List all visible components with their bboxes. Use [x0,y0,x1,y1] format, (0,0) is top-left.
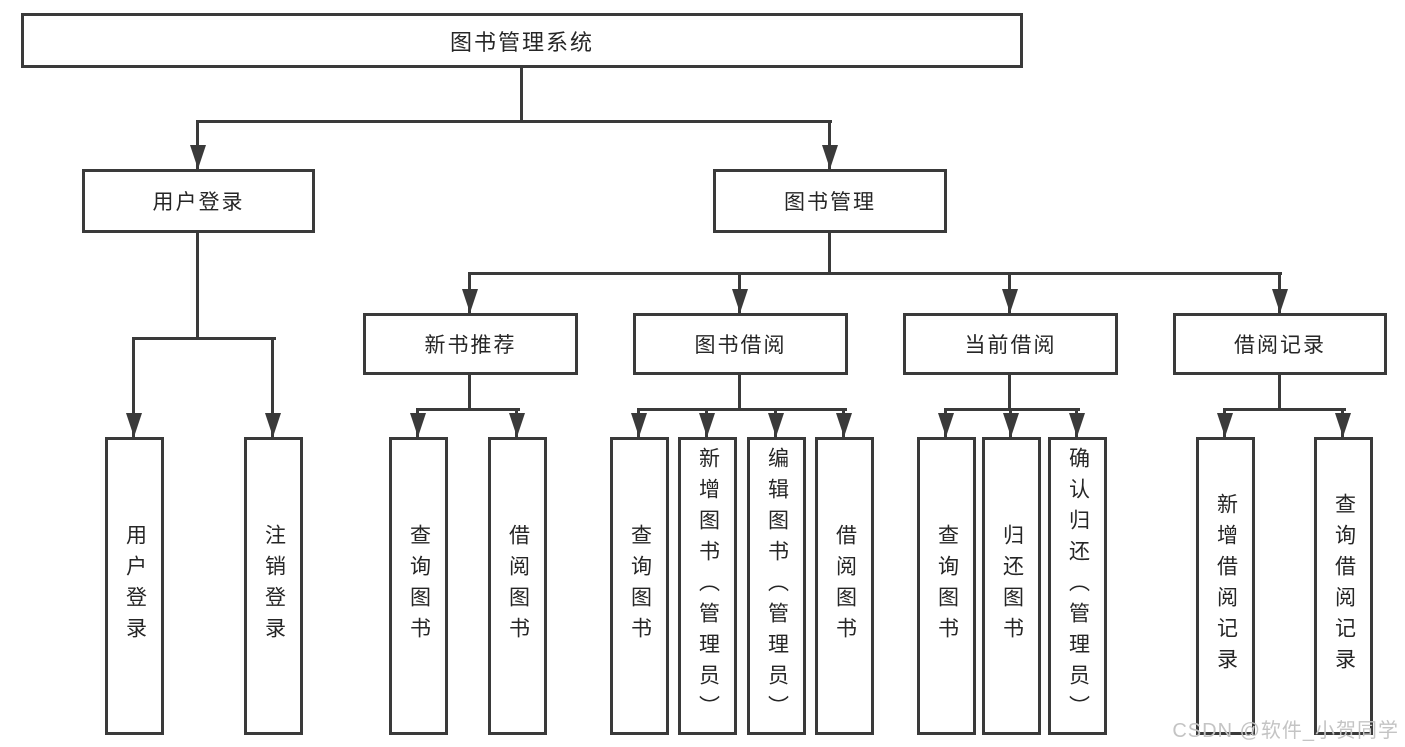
node-new-book-recommend-label: 新书推荐 [424,334,517,357]
connector-line [196,120,199,169]
node-book-borrow-label: 图书借阅 [694,334,787,357]
connector-line [828,120,831,169]
connector-line [1008,375,1011,408]
leaf-add-book-admin-label: 新增图书（管理员） [696,446,720,726]
leaf-query-borrow-record: 查询借阅记录 [1314,437,1373,735]
leaf-recommend-borrow-book: 借阅图书 [488,437,547,735]
node-new-book-recommend: 新书推荐 [363,313,578,375]
leaf-return-book: 归还图书 [982,437,1041,735]
leaf-current-query-book-label: 查询图书 [935,524,959,648]
connector-line [271,337,274,437]
node-book-management-branch: 图书管理 [713,169,947,233]
node-current-borrow-label: 当前借阅 [964,334,1057,357]
csdn-watermark: CSDN @软件_小贺同学 [1172,720,1399,742]
connector-line [637,408,847,411]
arrow-down-icon [732,289,748,313]
connector-line [132,337,276,340]
connector-line [1278,375,1281,408]
leaf-confirm-return-admin-label: 确认归还（管理员） [1066,446,1090,726]
arrow-down-icon [1069,413,1085,437]
arrow-down-icon [265,413,281,437]
leaf-borrow-book-label: 借阅图书 [833,524,857,648]
arrow-down-icon [509,413,525,437]
leaf-recommend-query-book: 查询图书 [389,437,448,735]
arrow-down-icon [822,145,838,169]
leaf-borrow-query-book: 查询图书 [610,437,669,735]
arrow-down-icon [631,413,647,437]
node-root-label: 图书管理系统 [449,29,594,55]
arrow-down-icon [126,413,142,437]
node-borrow-record-label: 借阅记录 [1234,334,1326,357]
connector-line [944,408,1080,411]
connector-line [468,272,1282,275]
arrow-down-icon [768,413,784,437]
arrow-down-icon [1335,413,1351,437]
arrow-down-icon [1002,289,1018,313]
leaf-add-borrow-record-label: 新增借阅记录 [1214,493,1238,679]
connector-line [132,337,135,437]
node-borrow-record: 借阅记录 [1173,313,1387,375]
node-current-borrow: 当前借阅 [903,313,1118,375]
arrow-down-icon [699,413,715,437]
arrow-down-icon [1272,289,1288,313]
leaf-edit-book-admin-label: 编辑图书（管理员） [765,446,789,726]
node-user-login-branch-label: 用户登录 [152,191,245,214]
connector-line [468,375,471,408]
leaf-add-book-admin: 新增图书（管理员） [678,437,737,735]
connector-line [828,233,831,272]
arrow-down-icon [1217,413,1233,437]
leaf-borrow-book: 借阅图书 [815,437,874,735]
arrow-down-icon [1003,413,1019,437]
node-root-system: 图书管理系统 [21,13,1023,68]
leaf-logout: 注销登录 [244,437,303,735]
leaf-add-borrow-record: 新增借阅记录 [1196,437,1255,735]
arrow-down-icon [836,413,852,437]
leaf-logout-label: 注销登录 [262,524,286,648]
connector-line [196,120,832,123]
node-book-management-branch-label: 图书管理 [784,191,876,214]
arrow-down-icon [410,413,426,437]
leaf-recommend-query-book-label: 查询图书 [407,524,431,648]
leaf-confirm-return-admin: 确认归还（管理员） [1048,437,1107,735]
connector-line [416,408,520,411]
node-book-borrow: 图书借阅 [633,313,848,375]
arrow-down-icon [462,289,478,313]
leaf-user-login: 用户登录 [105,437,164,735]
leaf-user-login-label: 用户登录 [123,524,147,648]
node-user-login-branch: 用户登录 [82,169,315,233]
leaf-return-book-label: 归还图书 [1000,524,1024,648]
leaf-query-borrow-record-label: 查询借阅记录 [1332,493,1356,679]
arrow-down-icon [938,413,954,437]
connector-line [738,375,741,408]
connector-line [1223,408,1346,411]
connector-line [196,233,199,337]
connector-line [520,68,523,120]
leaf-current-query-book: 查询图书 [917,437,976,735]
leaf-borrow-query-book-label: 查询图书 [628,524,652,648]
leaf-recommend-borrow-book-label: 借阅图书 [506,524,530,648]
arrow-down-icon [190,145,206,169]
leaf-edit-book-admin: 编辑图书（管理员） [747,437,806,735]
